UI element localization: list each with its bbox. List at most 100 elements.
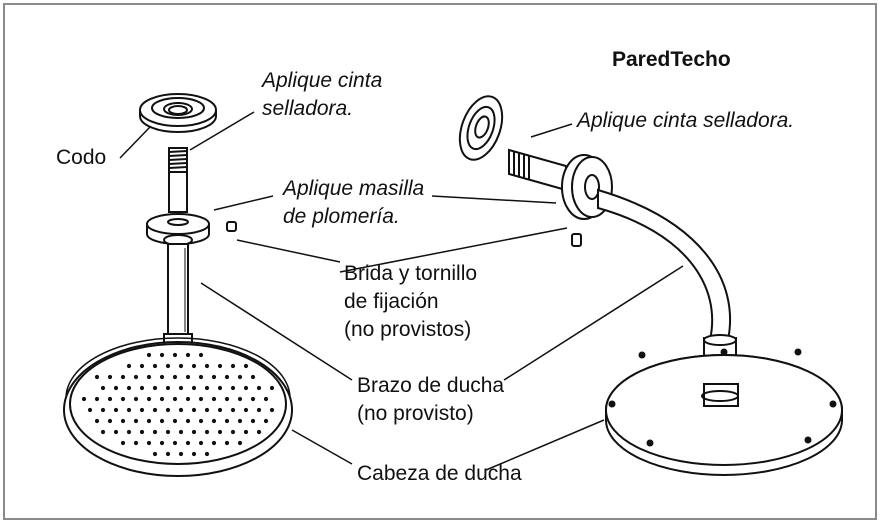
nozzle-dot (204, 385, 210, 391)
nozzle-dot (165, 451, 171, 457)
nozzle-dot (100, 429, 106, 435)
nozzle-dot (146, 396, 152, 402)
nozzle-dot (211, 396, 217, 402)
nozzle-dot (87, 407, 93, 413)
nozzle-dot (191, 451, 197, 457)
nozzle-dot (243, 429, 249, 435)
nozzle-dot (178, 451, 184, 457)
nozzle-dot (165, 429, 171, 435)
nozzle-dot (256, 407, 262, 413)
nozzle-dot (152, 407, 158, 413)
nozzle-dot (185, 418, 191, 424)
nozzle-dot (172, 352, 178, 358)
nozzle-dot (126, 429, 132, 435)
nozzle-dot (107, 396, 113, 402)
nozzle-dot (198, 352, 204, 358)
nozzle-dot (230, 429, 236, 435)
elbow-fitting (139, 93, 217, 133)
nozzle-dot (191, 385, 197, 391)
nozzle-dot (146, 352, 152, 358)
nozzle-dot (211, 440, 217, 446)
nozzle-dot (152, 385, 158, 391)
nozzle-dot (178, 407, 184, 413)
nozzle-dot (217, 407, 223, 413)
nozzle-dot (107, 418, 113, 424)
threaded-arm-top (168, 147, 188, 173)
nozzle-dot (94, 396, 100, 402)
label-cabeza: Cabeza de ducha (357, 462, 522, 485)
nozzle-dot (224, 374, 230, 380)
nozzle-dot (217, 385, 223, 391)
set-screw-right (571, 233, 582, 247)
elbow-fitting-right (458, 95, 504, 161)
nozzle-dot (217, 429, 223, 435)
nozzle-dot (126, 407, 132, 413)
diagram-title: ParedTecho (612, 48, 731, 71)
nozzle-dot (159, 352, 165, 358)
nozzle-dot (185, 440, 191, 446)
flange-right (561, 154, 613, 220)
leader-lines (119, 111, 684, 471)
nozzle-dot (152, 429, 158, 435)
nozzle-dot (133, 440, 139, 446)
nozzle-dot (172, 418, 178, 424)
nozzle-dot (126, 363, 132, 369)
label-aplique-cinta-line1: Aplique cinta (262, 69, 383, 92)
nozzle-dot (204, 451, 210, 457)
nozzle-dot (204, 407, 210, 413)
nozzle-dot (165, 385, 171, 391)
nozzle-dot (152, 451, 158, 457)
nozzle-dot (100, 407, 106, 413)
nozzle-dot (256, 429, 262, 435)
nozzle-dot (178, 429, 184, 435)
nozzle-dot (159, 440, 165, 446)
nozzle-dot (269, 407, 275, 413)
nozzle-dot (211, 418, 217, 424)
nozzle-dot (237, 440, 243, 446)
nozzle-dot (139, 429, 145, 435)
nozzle-dot (100, 385, 106, 391)
nozzle-dot (133, 396, 139, 402)
label-codo: Codo (56, 146, 107, 169)
label-brida-line1: Brida y tornillo (344, 262, 478, 285)
nozzle-dot (224, 440, 230, 446)
flange-left (146, 213, 210, 246)
nozzle-dot (81, 396, 87, 402)
nozzle-dot (139, 407, 145, 413)
nozzle-dot (243, 385, 249, 391)
nozzle-dot (113, 429, 119, 435)
nozzle-dot (198, 440, 204, 446)
nozzle-dot (120, 374, 126, 380)
shower-nozzles (81, 352, 275, 457)
nozzle-dot (159, 396, 165, 402)
nozzle-dot (263, 418, 269, 424)
label-aplique-masilla-line1: Aplique masilla (283, 177, 425, 200)
nozzle-dot (159, 418, 165, 424)
nozzle-dot (133, 374, 139, 380)
nozzle-dot (120, 440, 126, 446)
label-aplique-cinta-right: Aplique cinta selladora. (577, 109, 795, 132)
nozzle-dot (269, 385, 275, 391)
nozzle-dot (113, 407, 119, 413)
nozzle-dot (94, 374, 100, 380)
nozzle-dot (172, 374, 178, 380)
nozzle-dot (243, 363, 249, 369)
nozzle-dot (217, 363, 223, 369)
label-brazo-line1: Brazo de ducha (357, 374, 505, 397)
label-brida-line2: de fijación (344, 290, 439, 313)
shower-head-right (605, 348, 843, 476)
wall-assembly (458, 95, 843, 476)
set-screw-left (226, 221, 237, 232)
nozzle-dot (191, 429, 197, 435)
nozzle-dot (159, 374, 165, 380)
nozzle-dot (230, 385, 236, 391)
nozzle-dot (139, 363, 145, 369)
nozzle-dot (237, 418, 243, 424)
label-aplique-masilla-line2: de plomería. (283, 205, 400, 228)
nozzle-dot (94, 418, 100, 424)
nozzle-dot (237, 374, 243, 380)
nozzle-dot (198, 374, 204, 380)
ceiling-assembly (62, 93, 294, 477)
nozzle-dot (198, 418, 204, 424)
